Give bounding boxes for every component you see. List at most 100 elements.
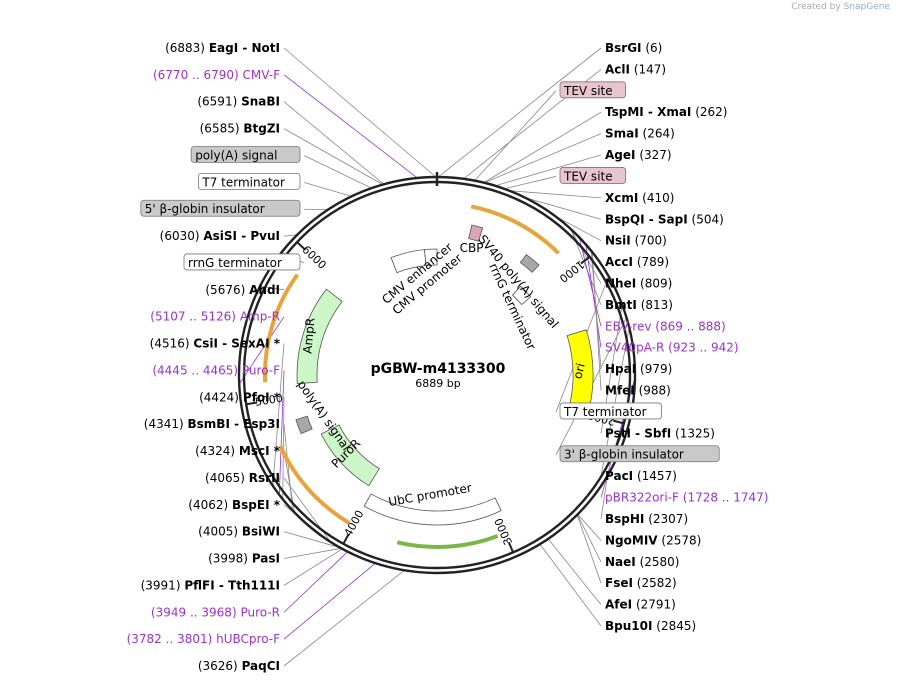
- enzyme-site[interactable]: (4324) MscI *: [195, 444, 281, 458]
- leader-line: [483, 111, 602, 183]
- feature-label[interactable]: 5' β-globin insulator: [140, 199, 301, 217]
- enzyme-site[interactable]: (4341) BsmBI - Esp3I: [144, 417, 280, 431]
- enzyme-site[interactable]: (4516) CsiI - SexAI *: [150, 337, 281, 351]
- site-label-text: EBV-rev (869 .. 888): [605, 319, 726, 333]
- feature-label-text: T7 terminator: [563, 405, 647, 419]
- enzyme-site[interactable]: (6585) BtgZI: [200, 122, 280, 136]
- primer-label[interactable]: SV40pA-R (923 .. 942): [605, 341, 739, 355]
- enzyme-site[interactable]: FseI (2582): [605, 576, 677, 590]
- site-label-text: (3998) PasI: [208, 552, 280, 566]
- site-label-text: AccI (789): [605, 255, 669, 269]
- feature-label[interactable]: rrnG terminator: [183, 253, 301, 271]
- enzyme-site[interactable]: (4424) PfoI *: [199, 390, 281, 404]
- primer-label[interactable]: (3782 .. 3801) hUBCpro-F: [127, 632, 281, 646]
- feature-label[interactable]: 3' β-globin insulator: [559, 445, 720, 463]
- feature-label[interactable]: TEV site: [559, 81, 626, 99]
- feature-label-text: rrnG terminator: [188, 256, 282, 270]
- ruler-tick-label: 6000: [299, 243, 328, 272]
- feature-rrng-terminator[interactable]: [511, 285, 532, 306]
- site-label-text: (6591) SnaBI: [197, 95, 280, 109]
- enzyme-site[interactable]: PstI - SbfI (1325): [605, 426, 715, 440]
- enzyme-site[interactable]: AclI (147): [605, 62, 666, 76]
- feature-label-box: [559, 167, 626, 184]
- site-position: (3998): [208, 552, 248, 566]
- enzyme-site[interactable]: (3998) PasI: [208, 552, 280, 566]
- enzyme-site[interactable]: BspQI - SapI (504): [605, 212, 724, 226]
- feature-puror[interactable]: [320, 424, 380, 487]
- feature-label[interactable]: poly(A) signal: [190, 146, 301, 163]
- site-position: (264): [643, 127, 675, 141]
- ruler-tick: [296, 241, 306, 251]
- feature-name-cbp: CBP: [460, 241, 484, 255]
- enzyme-site[interactable]: PacI (1457): [605, 469, 677, 483]
- enzyme-name: BsrGI: [605, 41, 642, 55]
- enzyme-site[interactable]: (4065) RsrII: [205, 471, 280, 485]
- site-label-text: NheI (809): [605, 276, 672, 290]
- feature-cmv-promoter[interactable]: [424, 248, 438, 266]
- site-position: (2307): [648, 512, 688, 526]
- enzyme-site[interactable]: NgoMIV (2578): [605, 533, 701, 547]
- leader-line: [539, 543, 602, 627]
- site-position: (6591): [197, 95, 237, 109]
- enzyme-name: SmaI: [605, 127, 639, 141]
- feature-sv40-poly-a-signal[interactable]: [519, 253, 540, 273]
- primer-label[interactable]: (5107 .. 5126) Amp-R: [150, 310, 280, 324]
- site-position: (979): [640, 362, 672, 376]
- primer-label[interactable]: (4445 .. 4465) Puro-F: [152, 363, 280, 377]
- enzyme-site[interactable]: XcmI (410): [605, 191, 674, 205]
- enzyme-site[interactable]: AfeI (2791): [605, 598, 676, 612]
- enzyme-site[interactable]: SmaI (264): [605, 127, 675, 141]
- site-label-text: BmtI (813): [605, 298, 673, 312]
- enzyme-site[interactable]: (6030) AsiSI - PvuI: [160, 229, 280, 243]
- enzyme-site[interactable]: AgeI (327): [605, 148, 672, 162]
- primer-label[interactable]: (3949 .. 3968) Puro-R: [151, 605, 280, 619]
- feature-label-text: 5' β-globin insulator: [145, 202, 265, 216]
- leader-line: [600, 475, 608, 520]
- site-position: (923 .. 942): [668, 341, 738, 355]
- feature-label[interactable]: T7 terminator: [197, 172, 301, 190]
- enzyme-site[interactable]: NheI (809): [605, 276, 672, 290]
- enzyme-site[interactable]: NaeI (2580): [605, 555, 679, 569]
- enzyme-site[interactable]: (3626) PaqCI: [198, 659, 280, 673]
- feature-ampr[interactable]: [296, 288, 343, 384]
- feature-label[interactable]: TEV site: [559, 167, 626, 184]
- enzyme-name: XcmI: [605, 191, 638, 205]
- plasmid-size: 6889 bp: [415, 377, 460, 390]
- enzyme-site[interactable]: MfeI (988): [605, 384, 671, 398]
- primer-label[interactable]: pBR322ori-F (1728 .. 1747): [605, 491, 768, 505]
- site-label-text: (6030) AsiSI - PvuI: [160, 229, 280, 243]
- feature-label[interactable]: T7 terminator: [559, 402, 662, 420]
- enzyme-site[interactable]: AccI (789): [605, 255, 669, 269]
- feature-ubc-promoter[interactable]: [363, 493, 502, 526]
- enzyme-site[interactable]: (6591) SnaBI: [197, 95, 280, 109]
- enzyme-site[interactable]: NsiI (700): [605, 234, 667, 248]
- enzyme-site[interactable]: (3991) PflFI - Tth111I: [141, 578, 280, 592]
- leader-line: [283, 424, 293, 511]
- enzyme-site[interactable]: (4005) BsiWI: [198, 525, 280, 539]
- primer-name: SV40pA-R: [605, 341, 664, 355]
- backbone: [237, 172, 637, 575]
- enzyme-site[interactable]: BmtI (813): [605, 298, 673, 312]
- site-position: (6): [645, 41, 662, 55]
- snapgene-logo: SnapGene: [843, 2, 890, 12]
- feature-cbp[interactable]: [468, 224, 484, 242]
- enzyme-site[interactable]: Bpu10I (2845): [605, 619, 696, 633]
- feature-poly-a-signal[interactable]: [295, 415, 313, 435]
- enzyme-site[interactable]: BsrGI (6): [605, 41, 662, 55]
- primer-label[interactable]: EBV-rev (869 .. 888): [605, 319, 726, 333]
- enzyme-site[interactable]: (5676) AhdI: [205, 283, 280, 297]
- enzyme-site[interactable]: (4062) BspEI *: [188, 498, 280, 512]
- site-label-text: (6585) BtgZI: [200, 122, 280, 136]
- enzyme-name: RsrII: [249, 471, 280, 485]
- site-position: (813): [641, 298, 673, 312]
- enzyme-site[interactable]: (6883) EagI - NotI: [165, 41, 280, 55]
- leader-line: [524, 197, 602, 220]
- enzyme-site[interactable]: HpaI (979): [605, 362, 672, 376]
- enzyme-site[interactable]: BspHI (2307): [605, 512, 688, 526]
- primer-label[interactable]: (6770 .. 6790) CMV-F: [153, 68, 280, 82]
- enzyme-site[interactable]: TspMI - XmaI (262): [605, 105, 728, 119]
- ruler-tick: [507, 541, 515, 553]
- site-label-text: (3782 .. 3801) hUBCpro-F: [127, 632, 281, 646]
- enzyme-name: BmtI: [605, 298, 637, 312]
